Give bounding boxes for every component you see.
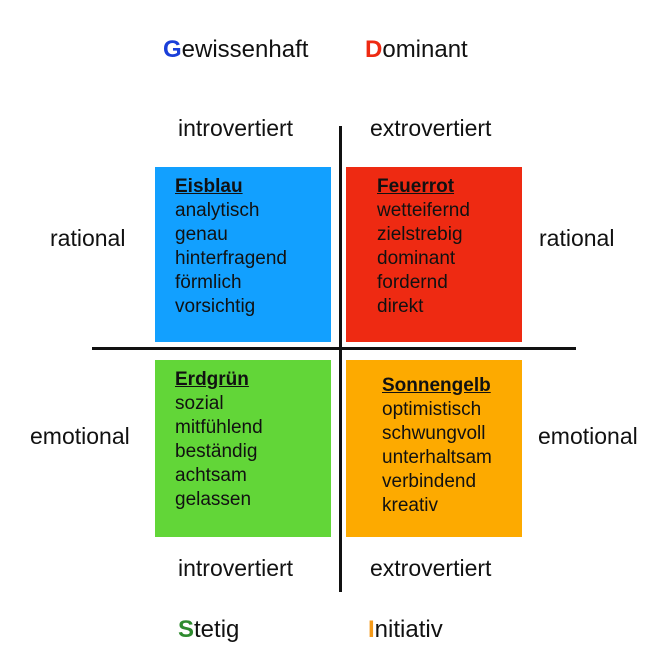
trait-item: dominant: [377, 248, 456, 269]
type-rest-i: nitiativ: [374, 616, 443, 643]
side-label-emotional-left: emotional: [30, 423, 130, 449]
quadrant-sonnengelb: Sonnengelb optimistisch schwungvoll unte…: [346, 360, 522, 537]
type-initial-s: S: [178, 616, 195, 643]
quadrant-feuerrot: Feuerrot wetteifernd zielstrebig dominan…: [346, 167, 522, 342]
type-label-dominant: Dominant: [365, 36, 468, 64]
trait-item: zielstrebig: [377, 224, 463, 245]
type-label-stetig: Stetig: [178, 616, 239, 644]
quadrant-erdgruen: Erdgrün sozial mitfühlend beständig acht…: [155, 360, 331, 537]
trait-list-erdgruen: sozial mitfühlend beständig achtsam gela…: [175, 392, 321, 512]
trait-item: direkt: [377, 296, 424, 317]
quadrant-title-feuerrot: Feuerrot: [377, 176, 455, 197]
type-label-gewissenhaft: Gewissenhaft: [163, 36, 308, 64]
trait-list-sonnengelb: optimistisch schwungvoll unterhaltsam ve…: [382, 398, 512, 518]
quadrant-eisblau: Eisblau analytisch genau hinterfragend f…: [155, 167, 331, 342]
axis-label-introvertiert-bottom: introvertiert: [178, 555, 294, 581]
quadrant-title-sonnengelb: Sonnengelb: [382, 375, 491, 396]
trait-item: analytisch: [175, 200, 260, 221]
side-label-rational-left: rational: [50, 225, 126, 251]
trait-list-eisblau: analytisch genau hinterfragend förmlich …: [175, 199, 321, 319]
trait-item: kreativ: [382, 495, 438, 516]
type-initial-g: G: [163, 36, 182, 63]
trait-item: fordernd: [377, 272, 448, 293]
trait-item: vorsichtig: [175, 296, 256, 317]
trait-item: schwungvoll: [382, 423, 486, 444]
trait-list-feuerrot: wetteifernd zielstrebig dominant fordern…: [377, 199, 512, 319]
axis-label-introvertiert-top: introvertiert: [178, 115, 294, 141]
type-rest-d: ominant: [382, 36, 468, 63]
type-label-initiativ: Initiativ: [368, 616, 443, 644]
trait-item: genau: [175, 224, 228, 245]
type-rest-s: tetig: [194, 616, 240, 643]
type-initial-i: I: [368, 616, 375, 643]
trait-item: achtsam: [175, 465, 247, 486]
trait-item: wetteifernd: [377, 200, 470, 221]
vertical-axis-line: [339, 126, 342, 592]
trait-item: sozial: [175, 393, 224, 414]
quadrant-title-erdgruen: Erdgrün: [175, 369, 249, 390]
axis-label-extrovertiert-top: extrovertiert: [370, 115, 492, 141]
side-label-emotional-right: emotional: [538, 423, 638, 449]
side-label-rational-right: rational: [539, 225, 615, 251]
type-initial-d: D: [365, 36, 383, 63]
horizontal-axis-line: [92, 347, 576, 350]
trait-item: beständig: [175, 441, 258, 462]
trait-item: gelassen: [175, 489, 252, 510]
trait-item: förmlich: [175, 272, 242, 293]
trait-item: verbindend: [382, 471, 477, 492]
trait-item: hinterfragend: [175, 248, 287, 269]
axis-label-extrovertiert-bottom: extrovertiert: [370, 555, 492, 581]
trait-item: unterhaltsam: [382, 447, 492, 468]
trait-item: optimistisch: [382, 399, 482, 420]
type-rest-g: ewissenhaft: [181, 36, 309, 63]
trait-item: mitfühlend: [175, 417, 263, 438]
quadrant-title-eisblau: Eisblau: [175, 176, 243, 197]
